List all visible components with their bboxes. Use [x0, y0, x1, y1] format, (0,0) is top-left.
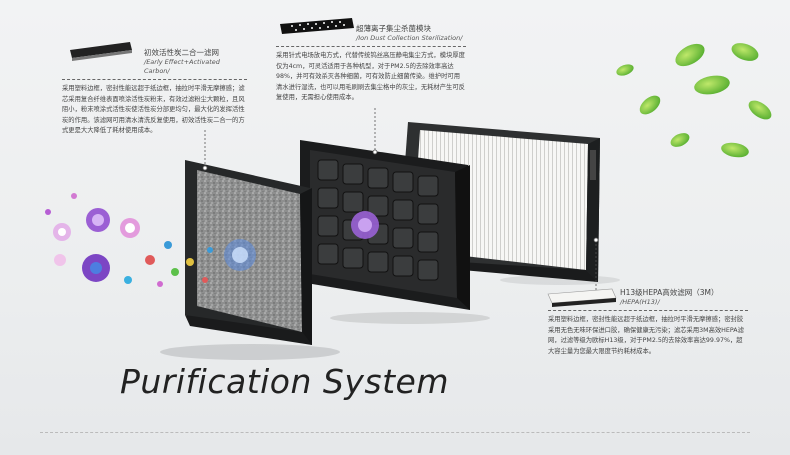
primary-filter-icon — [70, 42, 132, 61]
leader-dot — [202, 165, 208, 171]
collection-cells — [317, 159, 439, 281]
hepa-filter-callout: H13级HEPA高效滤网（3M） /HEPA(H13)/ 采用塑料边框，密封性能… — [548, 288, 748, 357]
callout-subtitle: /Ion Dust Collection Sterilization/ — [356, 34, 463, 42]
ion-dust-module — [300, 140, 470, 310]
ion-module-icon — [280, 18, 354, 34]
green-leaves — [616, 43, 772, 158]
leader-dot — [593, 237, 599, 243]
bottom-divider — [40, 432, 750, 433]
divider — [62, 79, 247, 80]
callout-subtitle: /HEPA(H13)/ — [620, 298, 660, 306]
callout-subtitle: /Early Effect+Activated Carbon/ — [144, 58, 220, 75]
floor-shadow — [330, 312, 490, 324]
pollutant-particles — [45, 193, 213, 287]
callout-title: H13级HEPA高效滤网（3M） — [620, 288, 719, 297]
ion-module-callout: 超薄离子集尘杀菌模块 /Ion Dust Collection Steriliz… — [276, 24, 466, 104]
primary-filter-callout: 初效活性炭二合一滤网 /Early Effect+Activated Carbo… — [62, 48, 247, 137]
leader-lines — [204, 108, 597, 290]
floor-shadow — [160, 344, 340, 360]
callout-body: 采用塑料边框，密封性能远超于纸边框，抽拉时平滑无摩擦感；滤芯采用复合纤维表面喷涂… — [62, 85, 245, 134]
divider — [276, 46, 466, 47]
callout-title: 初效活性炭二合一滤网 — [144, 48, 219, 57]
virus-particle — [232, 247, 248, 263]
callout-body: 采用塑料边框，密封性能远超于纸边框，抽拉时平滑无摩擦感；密封胶采用无色无味环保进… — [548, 316, 744, 355]
leader-dot — [372, 149, 378, 155]
primary-filter — [185, 160, 312, 345]
hepa-side-label — [590, 150, 596, 180]
divider — [548, 310, 748, 311]
callout-body: 采用针式电场放电方式，代替传统钨丝高压静电集尘方式，模块厚度仅为4cm，可灵活适… — [276, 52, 465, 101]
page-headline: Purification System — [120, 362, 449, 401]
virus-particle — [358, 218, 372, 232]
hepa-filter-icon — [547, 288, 617, 307]
callout-title: 超薄离子集尘杀菌模块 — [356, 24, 431, 33]
